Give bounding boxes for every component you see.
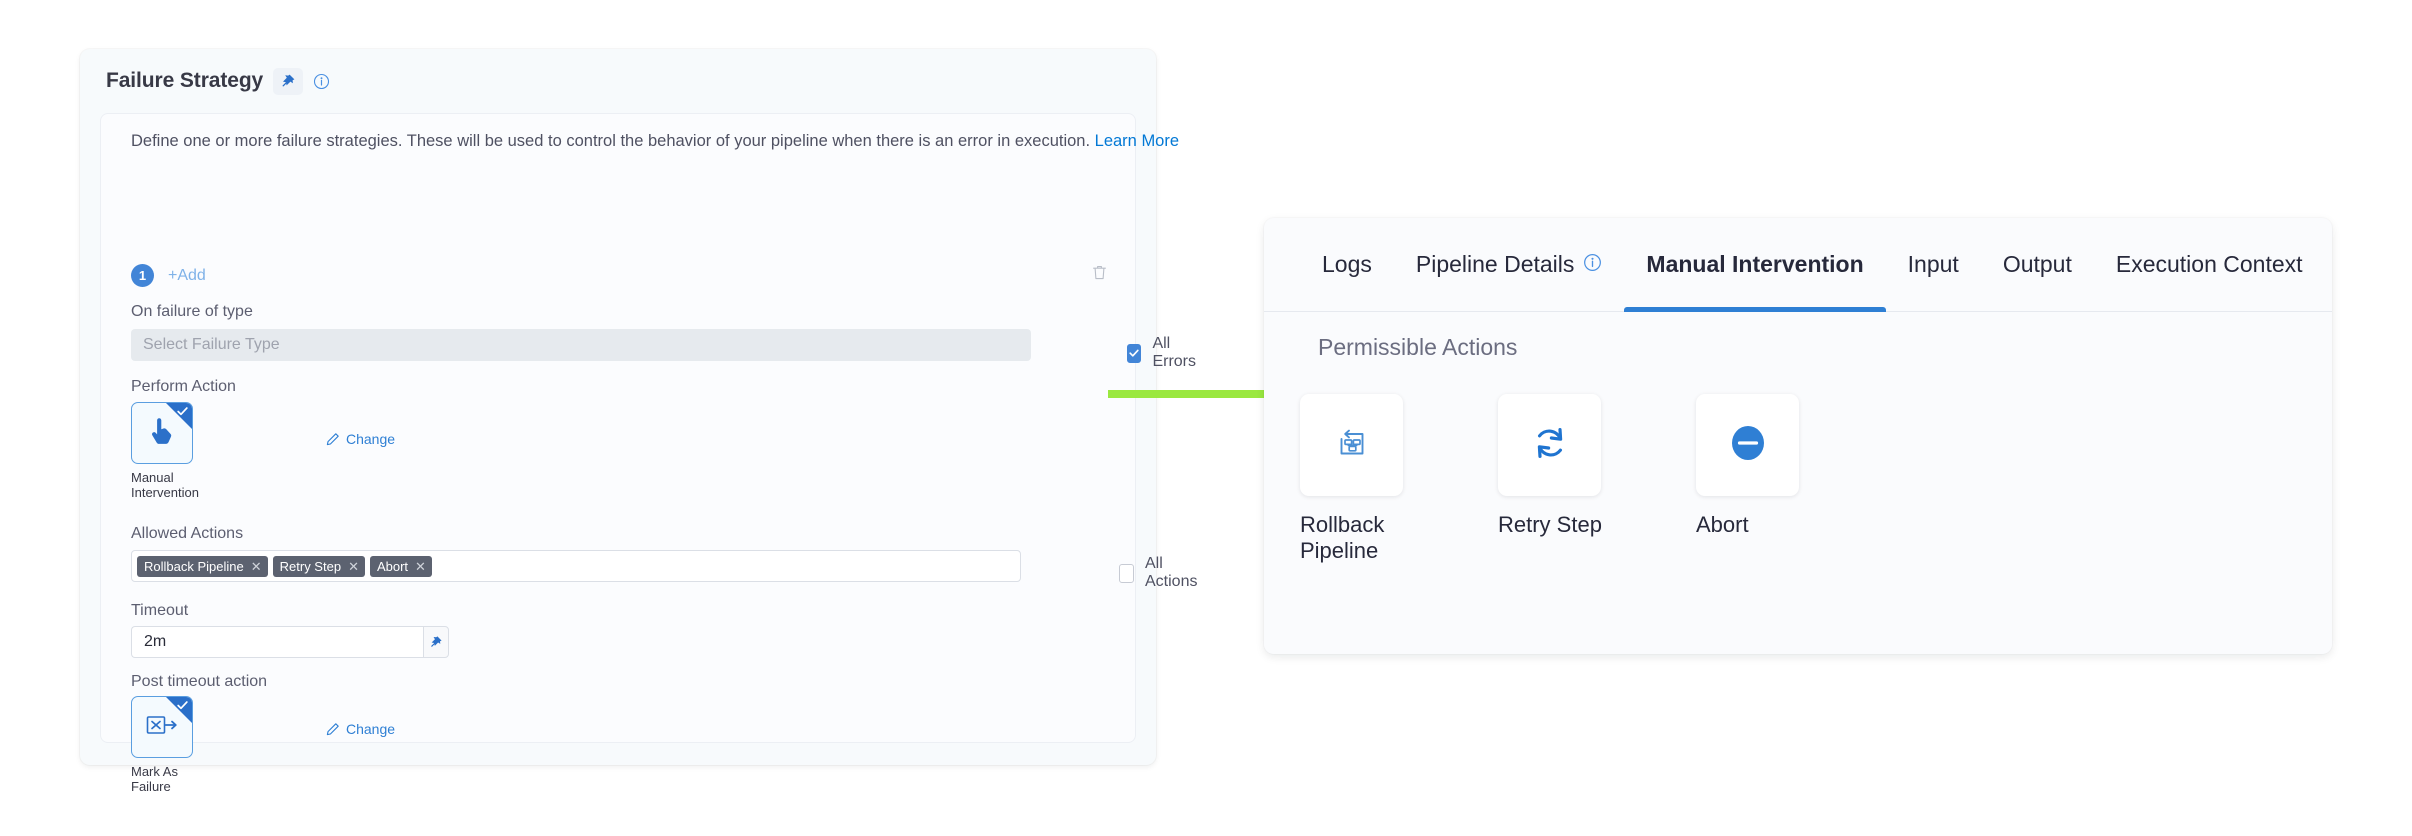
permissible-actions-title: Permissible Actions (1318, 334, 1518, 360)
perform-action-change-button[interactable]: Change (326, 431, 395, 447)
green-arrow (1108, 378, 1327, 410)
tile-selected-corner (166, 697, 192, 723)
tab-manual-intervention[interactable]: Manual Intervention (1624, 218, 1886, 312)
chip-abort[interactable]: Abort ✕ (369, 555, 432, 577)
action-abort: Abort (1696, 394, 1894, 564)
check-icon (177, 701, 188, 710)
failure-type-placeholder: Select Failure Type (143, 336, 280, 353)
pencil-icon (326, 433, 339, 446)
pencil-icon (326, 723, 339, 736)
abort-card[interactable] (1696, 394, 1799, 496)
failure-strategy-header: Failure Strategy (80, 49, 1156, 95)
all-errors-checkbox-box[interactable] (1127, 343, 1142, 363)
rollback-pipeline-card[interactable] (1300, 394, 1403, 496)
permissible-actions-list: Rollback Pipeline Retry Step (1300, 394, 1894, 564)
action-retry-step: Retry Step (1498, 394, 1696, 564)
failure-strategy-panel: Failure Strategy Define one or more fail… (80, 49, 1197, 794)
tab-execution-context[interactable]: Execution Context (2094, 218, 2325, 312)
description-text: Define one or more failure strategies. T… (131, 132, 1091, 150)
pin-icon (431, 636, 442, 647)
strategy-index-badge: 1 (131, 264, 154, 287)
post-timeout-change-label: Change (346, 721, 396, 737)
check-icon (177, 407, 188, 416)
perform-action-tile-wrap: Manual Intervention (131, 402, 217, 500)
all-actions-label: All Actions (1145, 555, 1198, 590)
chip-rollback-pipeline[interactable]: Rollback Pipeline ✕ (137, 555, 268, 577)
chip-label: Rollback Pipeline (144, 558, 244, 574)
perform-action-change-label: Change (346, 431, 396, 447)
allowed-actions-input[interactable]: Rollback Pipeline ✕ Retry Step ✕ Abort ✕ (131, 550, 1021, 582)
all-errors-label: All Errors (1152, 335, 1196, 370)
action-label: Rollback Pipeline (1300, 512, 1385, 563)
details-tab-bar: Logs Pipeline Details Manual Interventio… (1264, 218, 2332, 312)
info-icon[interactable] (313, 73, 330, 90)
pin-icon[interactable] (273, 67, 304, 95)
all-actions-checkbox[interactable]: All Actions (1119, 555, 1201, 591)
all-errors-checkbox[interactable]: All Errors (1127, 335, 1201, 371)
manual-intervention-tile[interactable] (131, 402, 193, 464)
action-rollback-pipeline: Rollback Pipeline (1300, 394, 1498, 564)
action-label: Abort (1696, 512, 1749, 537)
failure-strategy-description: Define one or more failure strategies. T… (131, 132, 1179, 151)
tab-label: Output (2002, 251, 2072, 277)
timeout-value: 2m (144, 633, 167, 650)
post-timeout-tile-wrap: Mark As Failure (131, 696, 217, 794)
allowed-actions-label: Allowed Actions (131, 525, 244, 542)
tab-output[interactable]: Output (1981, 218, 2094, 312)
rollback-pipeline-icon (1332, 423, 1372, 468)
close-icon[interactable]: ✕ (415, 558, 426, 574)
timeout-input[interactable]: 2m (131, 626, 423, 658)
mark-as-failure-caption: Mark As Failure (131, 764, 178, 794)
strategy-index-row: 1 +Add (131, 264, 206, 287)
action-label: Retry Step (1498, 512, 1602, 537)
on-failure-of-type-label: On failure of type (131, 303, 253, 320)
post-timeout-change-button[interactable]: Change (326, 721, 395, 737)
tab-label: Logs (1322, 251, 1372, 277)
manual-intervention-caption: Manual Intervention (131, 470, 199, 500)
close-icon[interactable]: ✕ (348, 558, 359, 574)
timeout-field: 2m (131, 626, 449, 658)
close-icon[interactable]: ✕ (250, 558, 262, 574)
add-strategy-button[interactable]: +Add (168, 266, 206, 284)
failure-type-select[interactable]: Select Failure Type (131, 329, 1031, 361)
chip-label: Retry Step (279, 558, 342, 574)
timeout-pin-button[interactable] (423, 626, 449, 658)
manual-intervention-content: Permissible Actions Ro (1264, 312, 2332, 653)
timeout-label: Timeout (131, 602, 189, 619)
retry-icon (1529, 422, 1571, 469)
tab-label: Pipeline Details (1415, 251, 1575, 277)
all-actions-checkbox-box[interactable] (1119, 563, 1134, 583)
trash-icon[interactable] (1092, 264, 1107, 286)
tab-label: Input (1907, 251, 1959, 277)
retry-step-card[interactable] (1498, 394, 1601, 496)
tab-input[interactable]: Input (1886, 218, 1981, 312)
tab-logs[interactable]: Logs (1300, 218, 1394, 312)
page-title: Failure Strategy (106, 69, 264, 92)
execution-details-panel: Logs Pipeline Details Manual Interventio… (1264, 218, 2332, 654)
tab-label: Execution Context (2115, 251, 2303, 277)
chip-label: Abort (376, 558, 409, 574)
abort-icon (1727, 422, 1769, 469)
tab-pipeline-details[interactable]: Pipeline Details (1394, 218, 1625, 312)
tile-selected-corner (166, 403, 192, 429)
hand-pointer-icon (148, 416, 176, 451)
chip-retry-step[interactable]: Retry Step ✕ (272, 555, 365, 577)
failure-strategy-body: Define one or more failure strategies. T… (100, 113, 1197, 794)
info-icon[interactable] (1583, 251, 1602, 278)
tab-label: Manual Intervention (1646, 251, 1864, 277)
post-timeout-action-label: Post timeout action (131, 673, 268, 690)
mark-as-failure-tile[interactable] (131, 696, 193, 758)
learn-more-link[interactable]: Learn More (1094, 132, 1180, 150)
perform-action-label: Perform Action (131, 378, 236, 395)
